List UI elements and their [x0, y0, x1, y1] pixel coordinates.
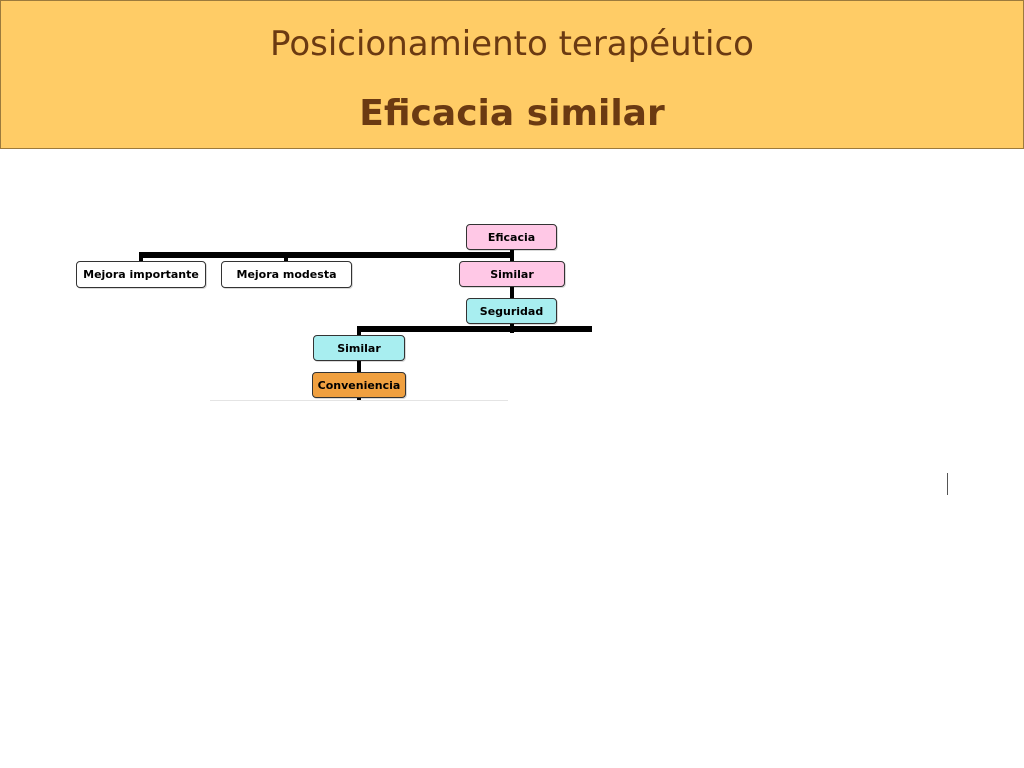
title-banner [0, 0, 1024, 149]
connector-drop-2 [284, 252, 288, 262]
slide-title: Posicionamiento terapéutico [270, 24, 754, 64]
node-convenience: Conveniencia [312, 372, 406, 398]
node-safety: Seguridad [466, 298, 557, 324]
node-major-improvement: Mejora importante [76, 261, 206, 288]
connector-drop-3 [357, 326, 361, 336]
node-modest-improvement: Mejora modesta [221, 261, 352, 288]
connector-convenience-down [357, 397, 361, 401]
text-cursor-mark [947, 473, 948, 495]
node-efficacy-similar: Similar [459, 261, 565, 287]
connector-similar-to-convenience [357, 360, 361, 372]
divider-line [210, 400, 508, 401]
slide-subtitle: Eficacia similar [359, 93, 665, 134]
node-safety-similar: Similar [313, 335, 405, 361]
connector-drop-1 [139, 252, 143, 262]
connector-similar-to-safety [510, 286, 514, 298]
connector-efficacy-bar [139, 252, 514, 258]
node-efficacy: Eficacia [466, 224, 557, 250]
connector-safety-bar [357, 326, 592, 332]
